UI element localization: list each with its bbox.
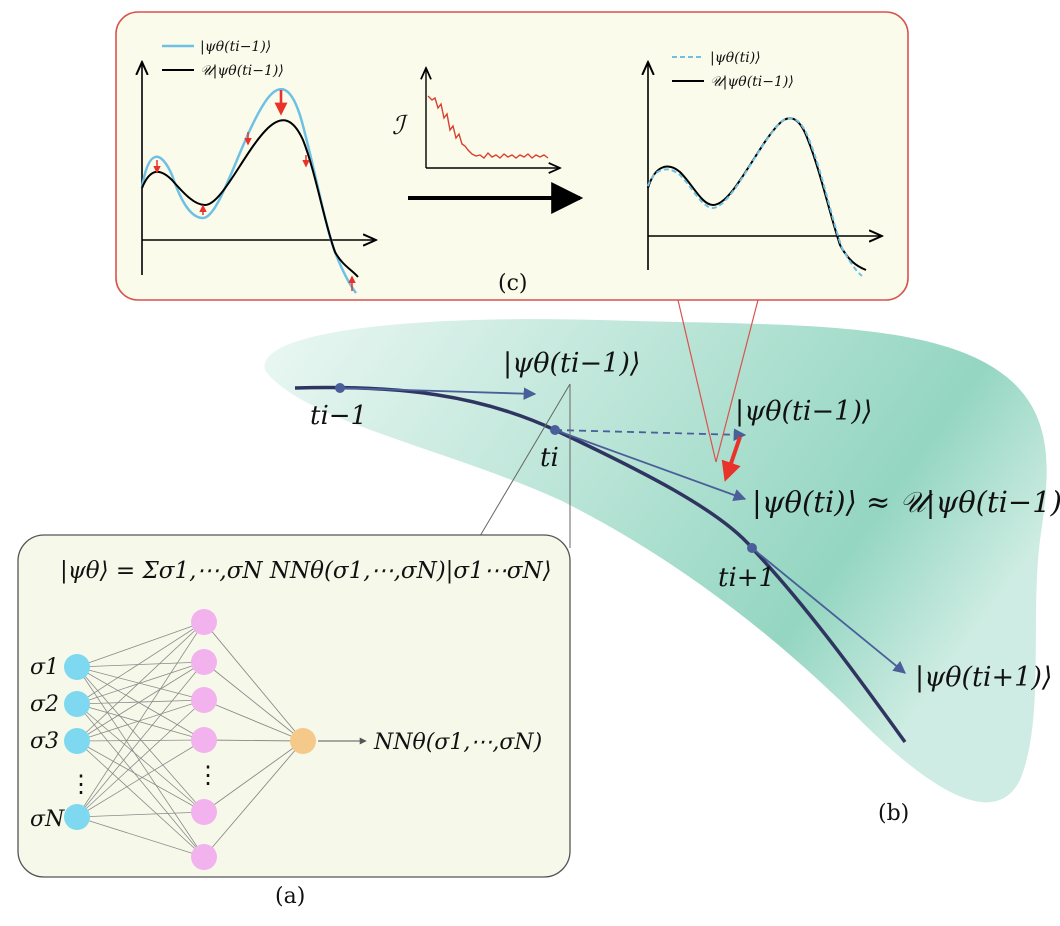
input-node-2 <box>64 691 90 717</box>
edge-h1-out <box>203 621 304 742</box>
tangent-arrow-3 <box>751 547 906 674</box>
manifold-shape <box>264 319 1047 803</box>
trajectory-curve <box>294 385 907 744</box>
input-ellipsis: ⋮ <box>69 770 93 798</box>
connector-c-right <box>715 299 759 463</box>
hidden-node-6 <box>191 844 217 870</box>
edge-in3-h2 <box>76 661 205 742</box>
input-label-2: σ2 <box>30 692 59 717</box>
edge-in2-h4 <box>76 703 205 741</box>
edge-h3-out <box>203 699 304 742</box>
panel-b-label: (b) <box>878 801 909 826</box>
edge-h2-out <box>203 661 304 742</box>
edge-in4-h6 <box>76 816 205 858</box>
edge-in3-h3 <box>76 699 205 742</box>
edge-in4-h2 <box>76 661 205 818</box>
input-node-3 <box>64 728 90 754</box>
input-node-n <box>64 804 90 830</box>
dashed-arrow <box>554 428 747 441</box>
input-node-1 <box>64 654 90 680</box>
left-legend-text-1: |ψθ(ti−1)⟩ <box>200 39 271 55</box>
right-legend-text-2: 𝒰|ψθ(ti−1)⟩ <box>710 74 794 90</box>
edge-h6-out <box>203 740 304 858</box>
edge-in2-h3 <box>76 699 205 705</box>
output-edges <box>203 621 304 858</box>
tangent-arrow-2 <box>554 429 747 502</box>
edge-in3-h1 <box>76 621 205 742</box>
panel-c-frame <box>115 11 909 301</box>
edge-in1-h3 <box>76 666 205 701</box>
right-legend-text-1: |ψθ(ti)⟩ <box>710 50 761 66</box>
hidden-node-3 <box>191 687 217 713</box>
input-label-1: σ1 <box>30 655 59 680</box>
edge-in3-h6 <box>76 740 205 858</box>
tangent-arrow-1 <box>339 387 537 400</box>
panel-a: |ψθ⟩ = Σσ1,⋯,σN NNθ(σ1,⋯,σN)|σ1⋯σN⟩ σ1 σ… <box>17 534 571 909</box>
edge-h5-out <box>203 740 304 813</box>
panel-b: ti−1 ti ti+1 |ψθ(ti−1)⟩ |ψθ(ti−1)⟩ |ψθ(t… <box>264 319 1060 826</box>
hidden-ellipsis: ⋮ <box>196 761 220 789</box>
label-t-i-minus-1: ti−1 <box>310 401 367 431</box>
connector-a-left <box>479 383 571 537</box>
edge-in1-h2 <box>76 661 205 668</box>
edge-in2-h1 <box>76 621 205 705</box>
network-edges <box>76 621 205 858</box>
middle-plot: ℐ <box>392 68 584 214</box>
edge-in2-h6 <box>76 703 205 858</box>
edge-in3-h5 <box>76 740 205 813</box>
hidden-node-2 <box>191 649 217 675</box>
edge-in1-h1 <box>76 621 205 668</box>
panel-a-frame <box>17 534 571 878</box>
edge-in1-h4 <box>76 666 205 741</box>
edge-in2-h2 <box>76 661 205 705</box>
right-psi-curve <box>647 117 863 277</box>
edge-in4-h1 <box>76 621 205 818</box>
cost-curve <box>427 95 549 159</box>
output-node <box>290 728 316 754</box>
right-plot: |ψθ(ti)⟩ 𝒰|ψθ(ti−1)⟩ <box>647 50 882 277</box>
label-t-i: ti <box>540 443 559 473</box>
connector-c-left <box>677 299 717 463</box>
input-label-3: σ3 <box>30 729 59 754</box>
panel-c-label: (c) <box>498 271 528 296</box>
left-plot: |ψθ(ti−1)⟩ 𝒰|ψθ(ti−1)⟩ <box>141 39 376 294</box>
edge-in4-h4 <box>76 739 205 818</box>
panel-a-label: (a) <box>275 884 305 909</box>
panel-c: |ψθ(ti−1)⟩ 𝒰|ψθ(ti−1)⟩ ℐ |ψθ(ti)⟩ 𝒰|ψθ(t… <box>115 11 909 301</box>
network-output-label: NNθ(σ1,⋯,σN) <box>373 730 542 755</box>
state-label-4: |ψθ(ti+1)⟩ <box>915 662 1052 693</box>
cost-label: ℐ <box>392 111 408 141</box>
label-t-i-plus-1: ti+1 <box>718 563 775 593</box>
state-label-approx: |ψθ(ti)⟩ ≈ 𝒰|ψθ(ti−1)⟩ <box>752 485 1060 519</box>
state-label-2: |ψθ(ti−1)⟩ <box>735 396 872 427</box>
red-update-arrow <box>721 436 742 482</box>
hidden-node-5 <box>191 799 217 825</box>
state-label-1: |ψθ(ti−1)⟩ <box>503 348 640 379</box>
edge-in1-h6 <box>76 666 205 858</box>
hidden-node-4 <box>191 727 217 753</box>
hidden-node-1 <box>191 609 217 635</box>
input-label-n: σN <box>30 807 65 832</box>
edge-in4-h5 <box>76 811 205 818</box>
wavefunction-formula: |ψθ⟩ = Σσ1,⋯,σN NNθ(σ1,⋯,σN)|σ1⋯σN⟩ <box>60 558 552 584</box>
edge-in4-h3 <box>76 699 205 818</box>
left-legend-text-2: 𝒰|ψθ(ti−1)⟩ <box>200 63 284 79</box>
edge-in3-h4 <box>76 739 205 742</box>
edge-h4-out <box>203 739 304 742</box>
left-u-psi-curve <box>141 119 359 278</box>
